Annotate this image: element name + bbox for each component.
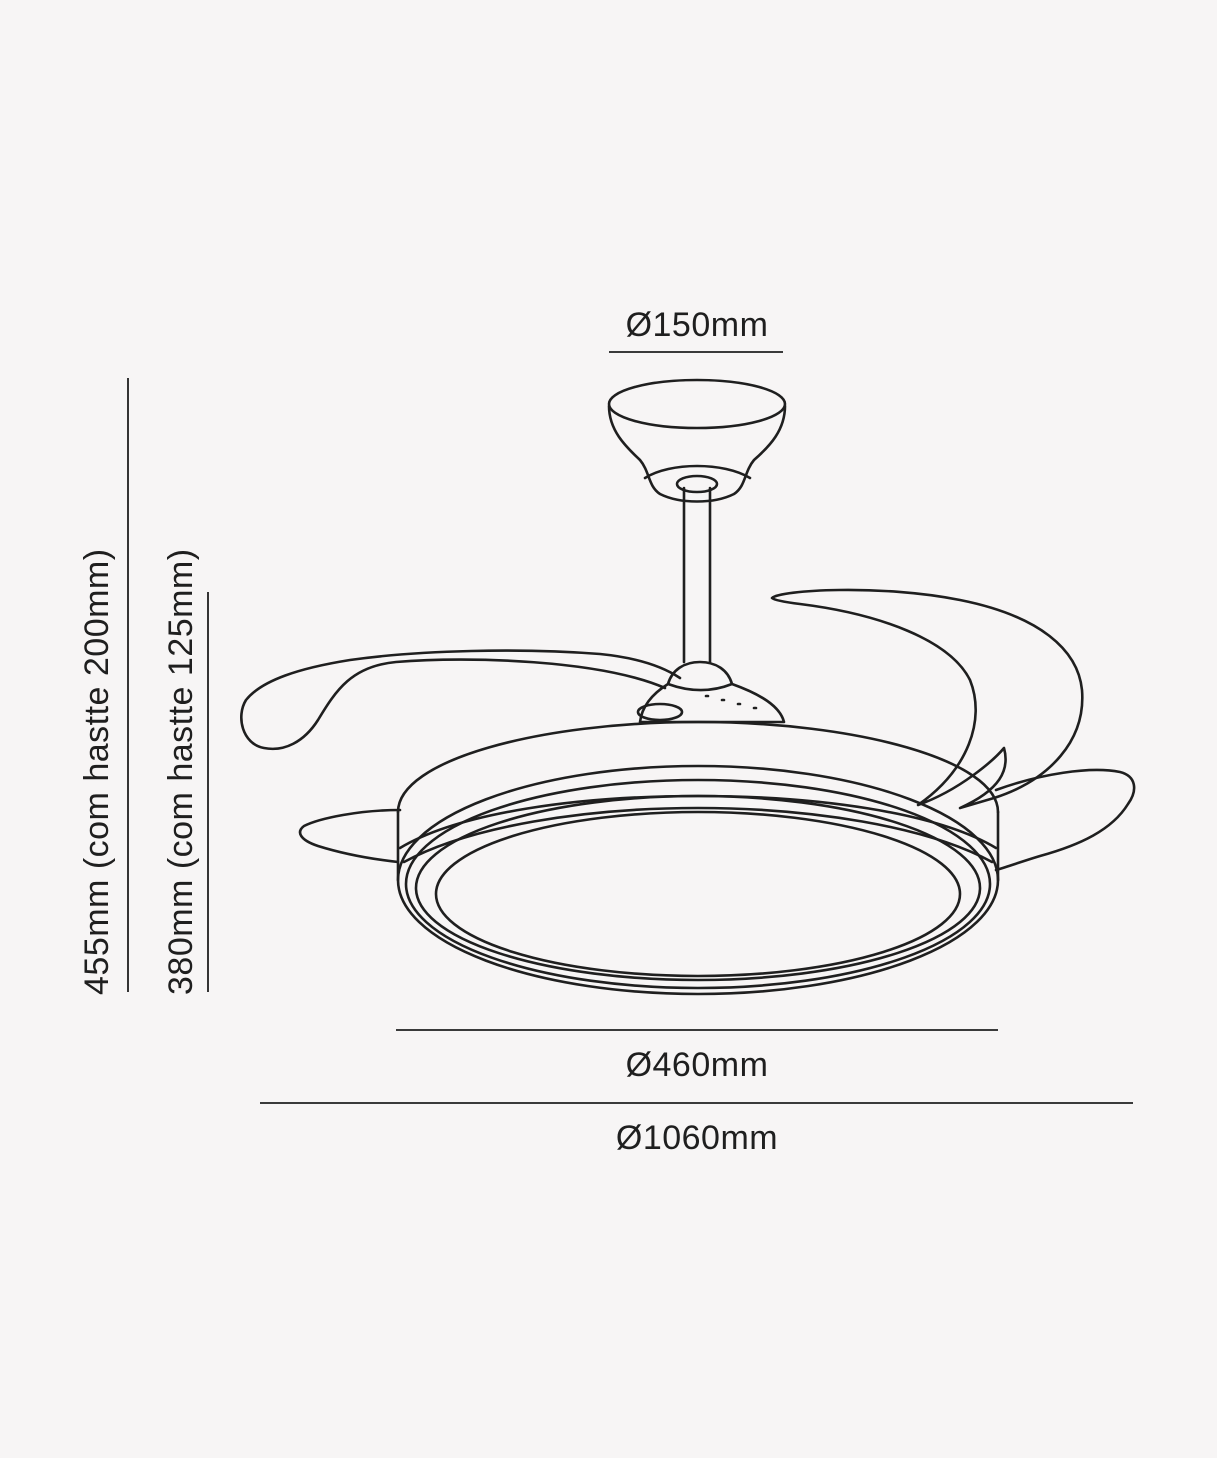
body-ring-3 [414, 794, 982, 982]
canopy-body [607, 404, 787, 503]
blade-front-left [298, 808, 402, 864]
fan-drawing [240, 378, 1136, 996]
canopy-inner-rim [643, 464, 752, 480]
canopy-dimension: Ø150mm [609, 306, 783, 353]
height-200-dimension: 455mm (com hastte 200mm) [78, 378, 129, 995]
body-diameter-label: Ø460mm [626, 1046, 769, 1084]
downrod [682, 486, 712, 664]
blade-span-diameter-label: Ø1060mm [616, 1119, 778, 1157]
height-125-label: 380mm (com hastte 125mm) [162, 548, 200, 995]
blade-span-dimension: Ø1060mm [260, 1102, 1133, 1157]
canopy-diameter-label: Ø150mm [626, 306, 769, 344]
motor-housing-band [666, 682, 734, 692]
motor-housing [638, 660, 786, 724]
blade-back-left [240, 649, 682, 751]
blade-front-right [994, 768, 1136, 872]
motor-bolt [636, 702, 684, 722]
canopy-top [607, 378, 787, 430]
canopy [607, 378, 787, 503]
downrod-collar [675, 474, 719, 494]
body-band-line [398, 794, 998, 850]
motor-vents [704, 694, 758, 710]
body-dimension: Ø460mm [396, 1029, 998, 1084]
body-top-rim [396, 720, 1000, 814]
body-ring-2 [404, 778, 992, 990]
body-outer-ring [396, 764, 1000, 996]
light-diffuser [434, 810, 962, 978]
blade-back-right [770, 588, 1084, 810]
fan-body [396, 720, 1000, 996]
height-200-label: 455mm (com hastte 200mm) [78, 548, 116, 995]
body-band-line-2 [402, 806, 994, 864]
height-125-dimension: 380mm (com hastte 125mm) [162, 548, 209, 995]
